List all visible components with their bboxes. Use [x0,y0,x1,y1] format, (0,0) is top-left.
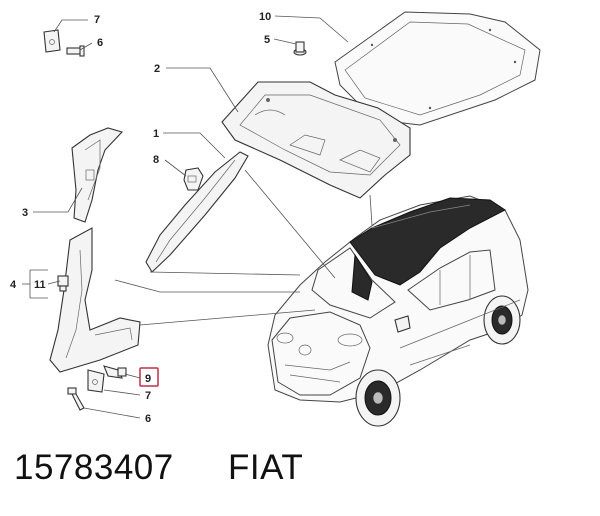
part-5-clip [293,41,307,56]
callout-4: 4 [10,279,17,291]
leader-lines [22,15,373,419]
part-8-clip [183,167,204,191]
callout-6-bottom: 6 [145,413,151,425]
part-6-screw-top [66,45,85,57]
part-11-clip [57,275,69,292]
callout-9: 9 [145,373,151,385]
callout-7-bottom: 7 [145,390,151,402]
vehicle-illustration [267,195,529,427]
callout-1: 1 [153,128,159,140]
callout-5: 5 [264,34,270,46]
part-7-bracket-bottom [87,369,105,393]
part-number: 15783407 [14,448,174,487]
callout-labels: 10 5 2 1 8 7 6 3 4 11 9 7 6 [10,11,271,425]
vehicle-rear-wheel [483,295,521,345]
part-number-footer: 15783407 FIAT [14,448,303,488]
highlight-box-part-9 [139,367,159,387]
brand-name: FIAT [227,448,304,487]
callout-11: 11 [34,279,46,291]
callout-10: 10 [259,11,271,23]
part-4-lower-pillar-trim [49,227,141,373]
part-7-bracket-top [43,29,61,53]
callout-6-top: 6 [97,37,103,49]
callout-3: 3 [22,207,28,219]
part-6-bolt-bottom [67,387,85,411]
callout-8: 8 [153,154,159,166]
part-2-roof-lining [221,81,411,199]
callout-2: 2 [154,63,160,75]
vehicle-glass-roof [349,197,506,286]
vehicle-front-wheel [355,369,401,427]
part-3-upper-pillar-trim [71,127,124,223]
callout-7-top: 7 [94,14,100,26]
part-9-screw [103,365,127,379]
